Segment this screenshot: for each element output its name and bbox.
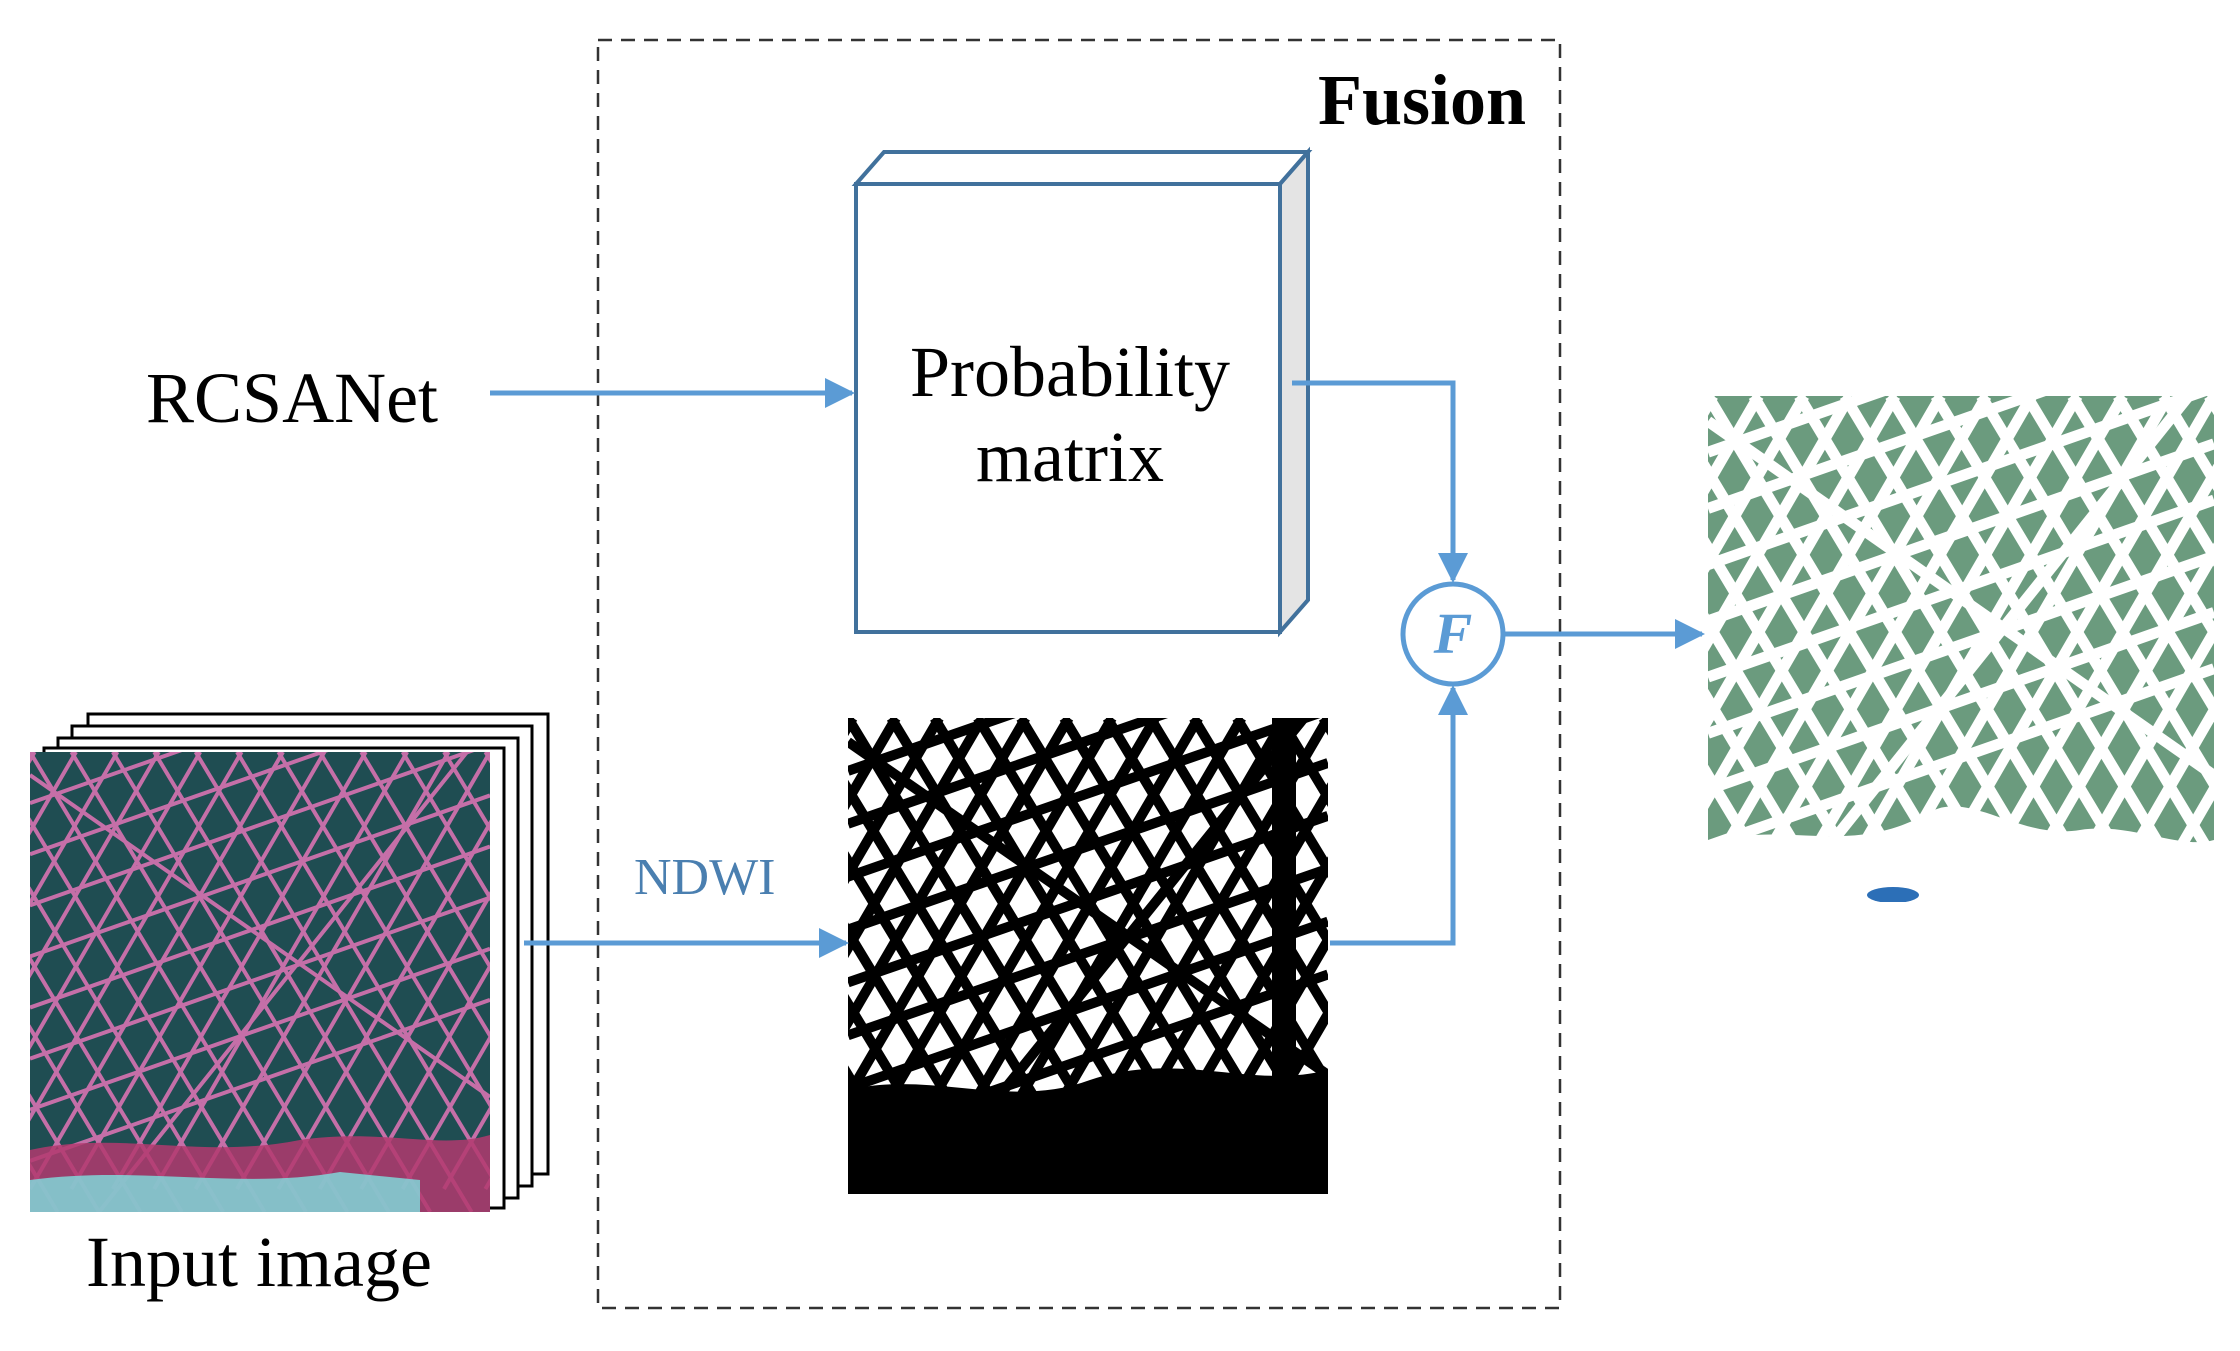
fusion-frame (596, 38, 1562, 1310)
rcsanet-label: RCSANet (146, 358, 439, 438)
fusion-title: Fusion (1318, 60, 1527, 140)
ndwi-to-fusion-arrow (1330, 685, 1468, 946)
arrows (490, 378, 1705, 958)
probability-matrix-box (851, 146, 1313, 638)
probability-label-line1: Probability (910, 332, 1230, 412)
fusion-operator-symbol: F (1433, 601, 1473, 666)
probability-to-fusion-arrow (1292, 380, 1468, 583)
probability-label-line2: matrix (976, 416, 1164, 497)
probability-matrix-label: Probability matrix (860, 330, 1280, 500)
input-image-label: Input image (86, 1222, 432, 1302)
ndwi-map (848, 718, 1328, 1194)
ndwi-label: NDWI (634, 849, 776, 906)
output-water-map (1708, 396, 2214, 902)
input-image (30, 752, 490, 1212)
